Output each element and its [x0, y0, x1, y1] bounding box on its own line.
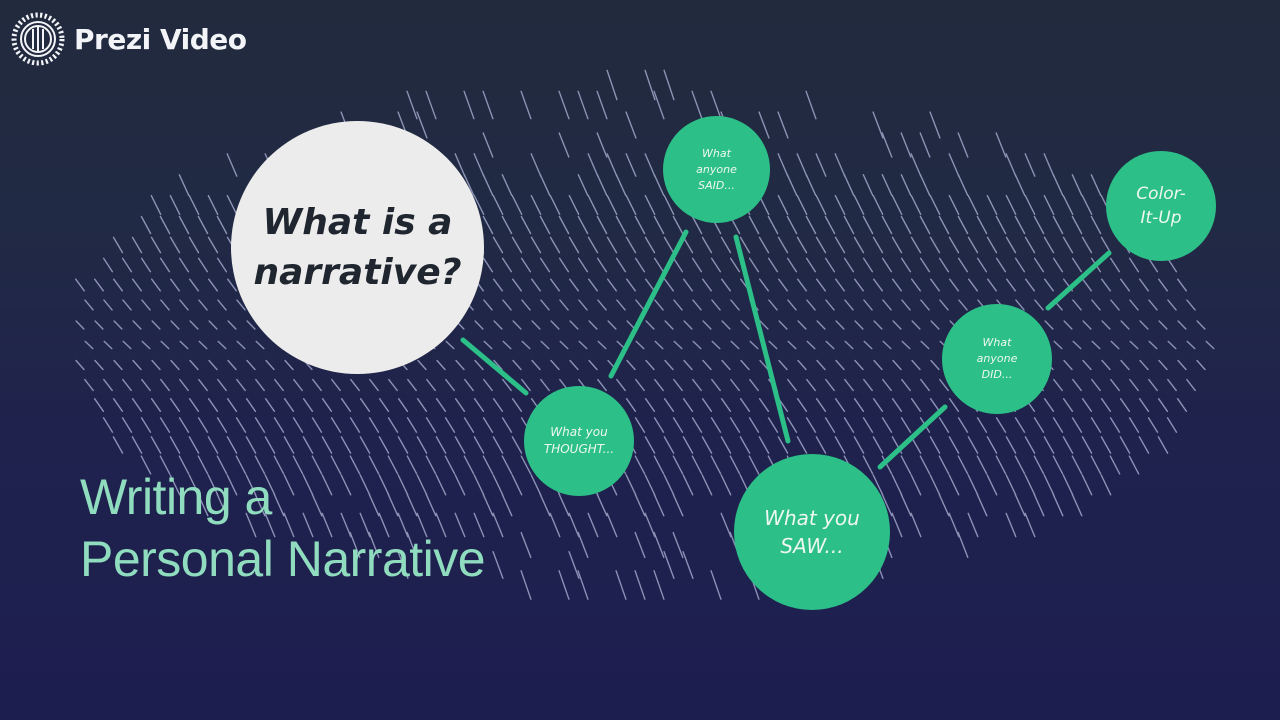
- main-node-line1: What is a: [262, 201, 453, 243]
- node-said-line3: SAID...: [698, 178, 735, 192]
- node-saw-line2: SAW...: [780, 534, 844, 558]
- slide-title: Writing a Personal Narrative: [80, 466, 486, 590]
- node-said-line1: What: [702, 146, 731, 160]
- node-what-is-a-narrative[interactable]: What is a narrative?: [231, 121, 484, 374]
- prezi-video-brand: Prezi Video: [10, 11, 247, 67]
- brand-name: Prezi Video: [74, 22, 247, 56]
- connector-did-to-color: [1045, 250, 1112, 311]
- node-what-you-saw[interactable]: What you SAW...: [734, 454, 890, 610]
- node-said-line2: anyone: [696, 162, 737, 176]
- connector-saw-to-did: [877, 404, 948, 470]
- node-color-it-up[interactable]: Color- It-Up: [1106, 151, 1216, 261]
- connector-thought-to-said: [608, 229, 689, 379]
- node-what-anyone-said[interactable]: What anyone SAID...: [663, 116, 770, 223]
- node-what-anyone-did[interactable]: What anyone DID...: [942, 304, 1052, 414]
- connector-said-to-saw: [733, 234, 791, 444]
- node-what-you-thought[interactable]: What you THOUGHT...: [524, 386, 634, 496]
- node-thought-line1: What you: [550, 425, 608, 439]
- node-color-line1: Color-: [1136, 184, 1186, 204]
- connector-main-to-thought: [460, 337, 529, 396]
- node-thought-line2: THOUGHT...: [543, 442, 615, 456]
- slide-title-line1: Writing a: [80, 469, 272, 525]
- prezi-logo-icon: [11, 12, 65, 66]
- node-did-line2: anyone: [976, 352, 1018, 365]
- node-color-line2: It-Up: [1140, 208, 1182, 228]
- slide-title-line2: Personal Narrative: [80, 531, 486, 587]
- node-saw-line1: What you: [764, 506, 860, 530]
- node-did-line3: DID...: [981, 368, 1013, 381]
- main-node-line2: narrative?: [253, 251, 462, 293]
- node-did-line1: What: [982, 336, 1012, 349]
